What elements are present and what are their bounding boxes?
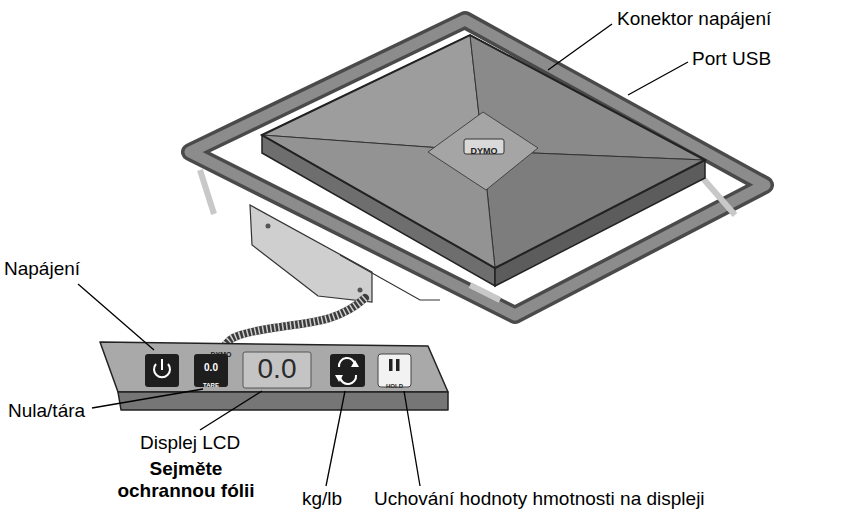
part-label: Port USB (692, 48, 771, 70)
brand-logo: DYMO (211, 351, 232, 359)
part-label-holder: Napájení (4, 258, 80, 280)
part-label: Nula/tára (8, 400, 85, 422)
leader-lines (78, 24, 688, 486)
part-label: kg/lb (302, 488, 342, 510)
handle-frame (190, 20, 765, 315)
button-text-holder: HOLD (378, 374, 411, 392)
part-label: Uchování hodnoty hmotnosti na displeji (374, 488, 705, 510)
lcd-reading: 0.0 (258, 353, 297, 385)
button-text: HOLD (386, 383, 403, 390)
part-label-holder: Uchování hodnoty hmotnosti na displeji (374, 488, 705, 510)
lcd-reading-holder: 0.0 (243, 353, 311, 385)
part-label-holder: Port USB (692, 48, 771, 70)
power-button (145, 354, 179, 387)
brand-logo-holder: DYMO (196, 343, 246, 361)
coiled-cable (224, 298, 365, 348)
part-label-holder: Konektor napájení (617, 8, 771, 30)
part-label-holder: kg/lb (302, 488, 342, 510)
lcd-display (243, 352, 311, 388)
button-text: 0.0 (204, 362, 218, 374)
warning-note-holder: Sejměte ochrannou fólii (106, 458, 266, 502)
control-panel (100, 342, 448, 410)
unit-button (330, 354, 365, 387)
button-text-holder: 0.0 (194, 357, 228, 375)
brand-logo-holder: DYMO (464, 140, 504, 158)
part-label-holder: Nula/tára (8, 400, 85, 422)
brand-logo: DYMO (471, 146, 498, 156)
button-text-holder: TARE (194, 373, 228, 391)
metal-bracket (250, 205, 440, 302)
part-label: Konektor napájení (617, 8, 771, 30)
part-label: Napájení (4, 258, 80, 280)
part-label-holder: Displej LCD (140, 432, 240, 454)
hold-button (378, 354, 411, 387)
warning-note: Sejměte ochrannou fólii (106, 458, 266, 502)
part-label: Displej LCD (140, 432, 240, 454)
button-text: TARE (203, 382, 219, 389)
